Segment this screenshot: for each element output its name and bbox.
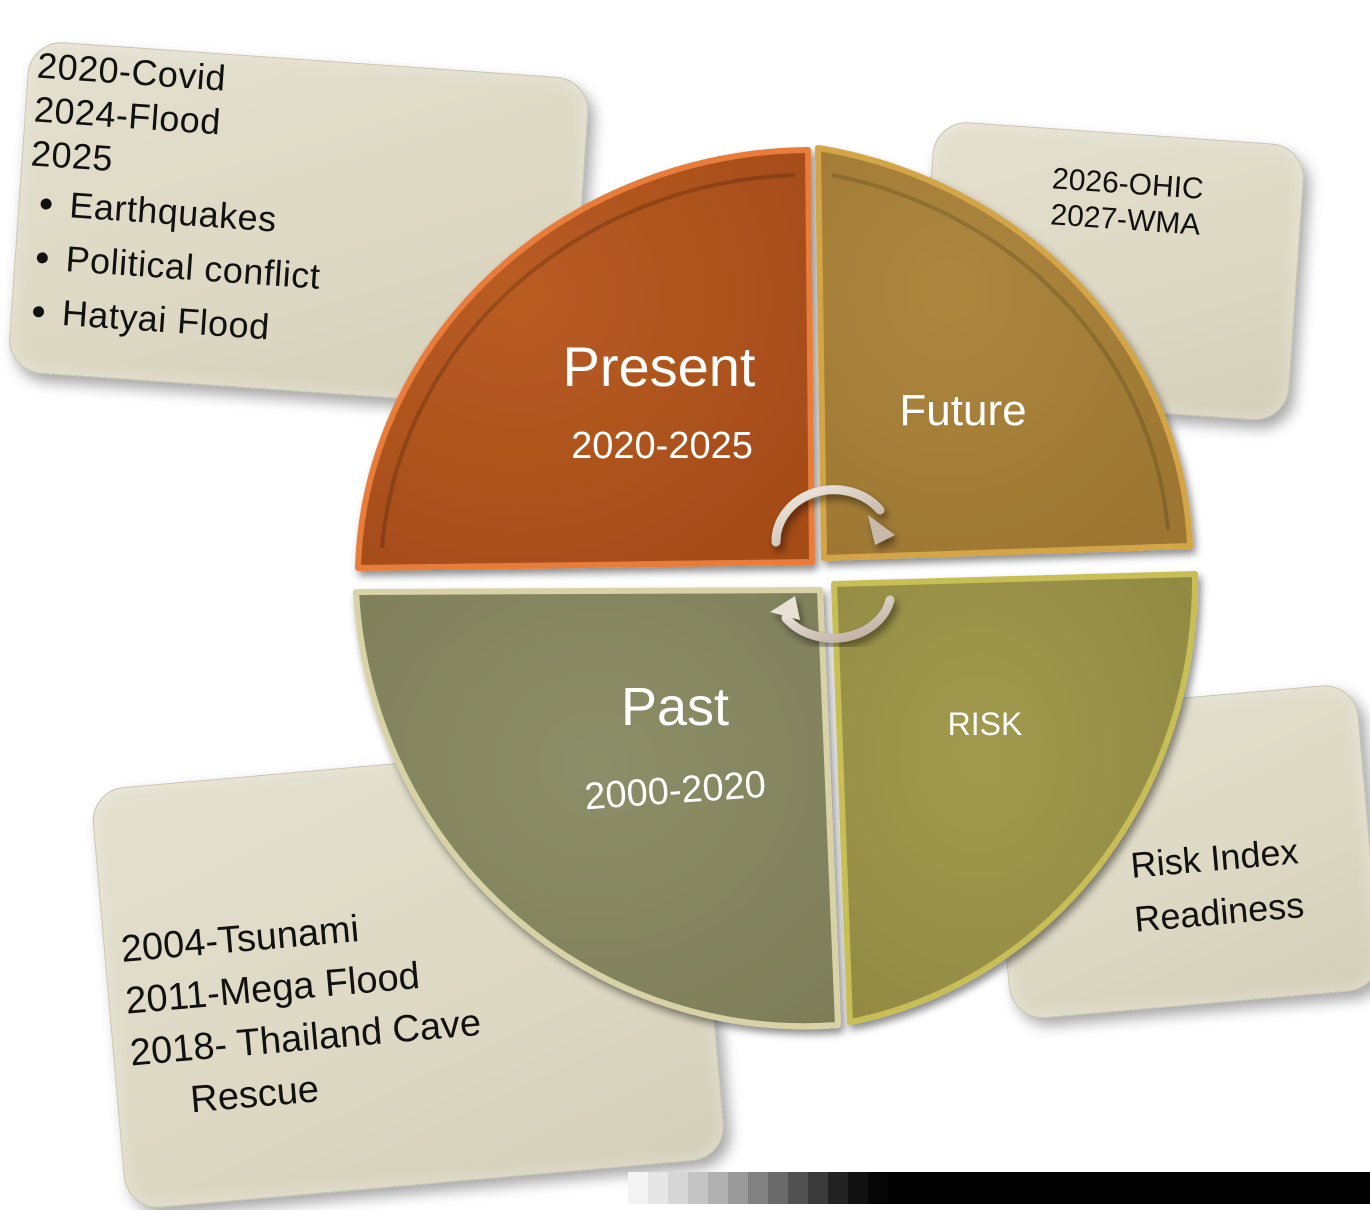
future-label: Future (899, 386, 1026, 435)
grayscale-bar (628, 1172, 1370, 1204)
risk-label: RISK (948, 706, 1023, 742)
past-quadrant (353, 587, 841, 1030)
circular-arrows-icon (770, 595, 895, 643)
past-label: Past (621, 677, 729, 737)
present-quadrant (355, 147, 815, 571)
present-label: Present (563, 335, 756, 398)
risk-quadrant (831, 571, 1199, 1025)
present-years: 2020-2025 (571, 425, 753, 467)
circular-arrows-icon (771, 485, 895, 547)
future-quadrant (815, 145, 1193, 561)
